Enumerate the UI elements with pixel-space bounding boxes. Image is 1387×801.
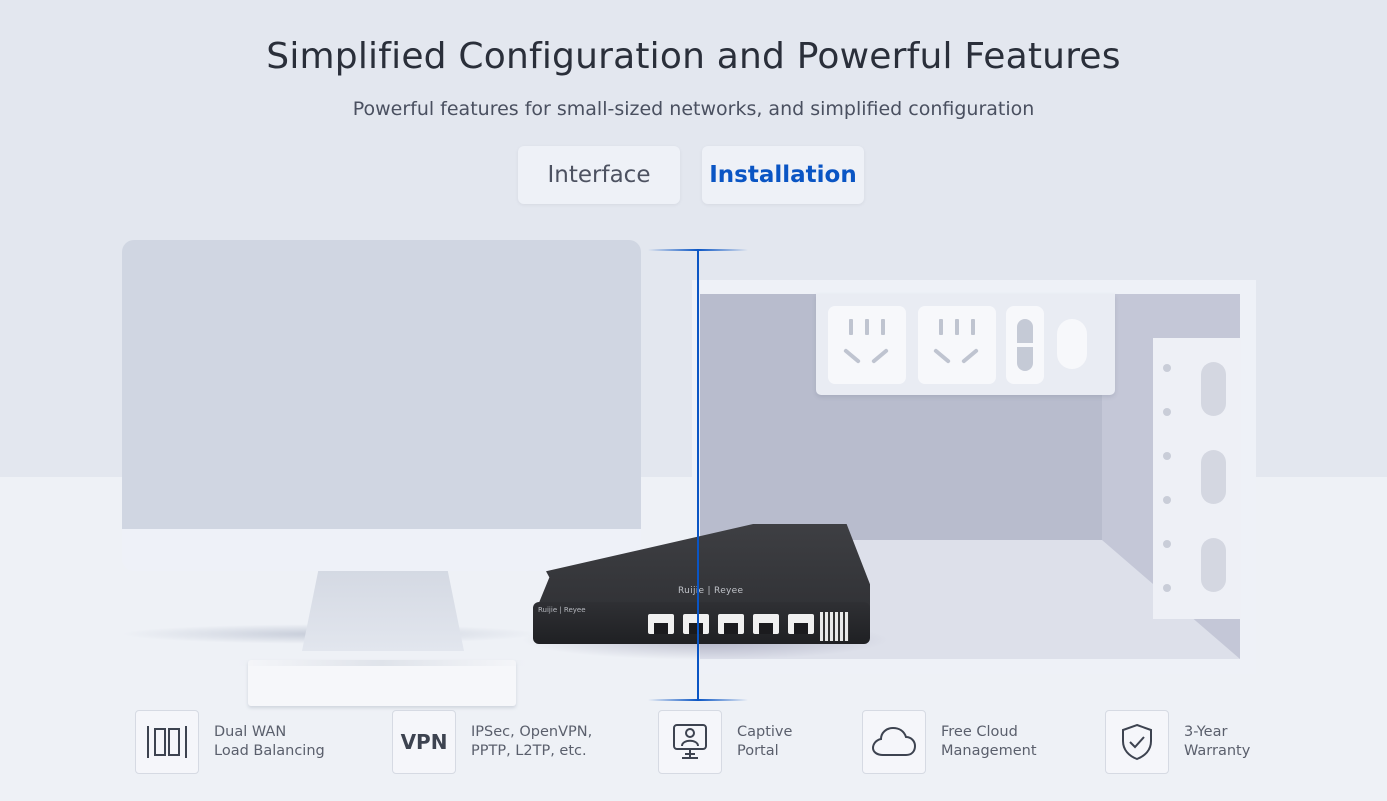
ethernet-port	[753, 614, 779, 634]
feature-warranty: 3-Year Warranty	[1105, 710, 1250, 774]
power-switch	[1006, 306, 1044, 384]
feature-line: Portal	[737, 743, 779, 759]
rail-hole	[1163, 364, 1171, 372]
monitor-chin	[122, 529, 641, 571]
tab-installation[interactable]: Installation	[702, 146, 864, 204]
feature-text: Free Cloud Management	[941, 723, 1037, 761]
rail-hole	[1163, 584, 1171, 592]
rail-hole	[1163, 540, 1171, 548]
monitor-stand-base	[248, 660, 516, 706]
measure-cap-bottom	[648, 699, 748, 701]
feature-line: Free Cloud	[941, 724, 1018, 740]
power-strip	[816, 294, 1115, 395]
vpn-icon: VPN	[392, 710, 456, 774]
feature-text: Dual WAN Load Balancing	[214, 723, 325, 761]
ethernet-port	[788, 614, 814, 634]
rail-slot	[1201, 362, 1226, 416]
feature-text: IPSec, OpenVPN, PPTP, L2TP, etc.	[471, 723, 592, 761]
page-subtitle: Powerful features for small-sized networ…	[352, 98, 1035, 120]
feature-line: Warranty	[1184, 743, 1251, 759]
measure-line	[697, 250, 699, 700]
rail-hole	[1163, 452, 1171, 460]
shield-check-icon	[1105, 710, 1169, 774]
power-socket	[918, 306, 996, 384]
rail-slot	[1201, 538, 1226, 592]
monitor-stand-highlight	[236, 660, 528, 666]
feature-dual-wan: Dual WAN Load Balancing	[135, 710, 325, 774]
feature-line: PPTP, L2TP, etc.	[471, 743, 587, 759]
monitor-screen	[122, 240, 641, 529]
feature-line: IPSec, OpenVPN,	[471, 724, 593, 740]
cloud-icon	[862, 710, 926, 774]
rail-slot	[1201, 450, 1226, 504]
tab-interface[interactable]: Interface	[518, 146, 680, 204]
dual-wan-icon	[135, 710, 199, 774]
power-indicator	[1057, 319, 1087, 369]
monitor-stand-neck	[302, 571, 464, 651]
page-title: Simplified Configuration and Powerful Fe…	[266, 36, 1121, 77]
feature-text: Captive Portal	[737, 723, 792, 761]
ethernet-port	[648, 614, 674, 634]
feature-line: Dual WAN	[214, 724, 287, 740]
feature-line: Management	[941, 743, 1037, 759]
ethernet-port	[718, 614, 744, 634]
ethernet-port	[683, 614, 709, 634]
feature-line: 3-Year	[1184, 724, 1228, 740]
feature-cloud-management: Free Cloud Management	[862, 710, 1037, 774]
vpn-icon-text: VPN	[400, 730, 448, 754]
feature-line: Captive	[737, 724, 793, 740]
power-socket	[828, 306, 906, 384]
rail-hole	[1163, 408, 1171, 416]
feature-captive-portal: Captive Portal	[658, 710, 792, 774]
router-front-logo: Ruijie | Reyee	[538, 606, 586, 614]
feature-text: 3-Year Warranty	[1184, 723, 1250, 761]
feature-vpn: VPN IPSec, OpenVPN, PPTP, L2TP, etc.	[392, 710, 592, 774]
router-brand-label: Ruijie | Reyee	[678, 586, 744, 596]
feature-line: Load Balancing	[214, 743, 325, 759]
qr-code-label	[820, 612, 849, 641]
rail-hole	[1163, 496, 1171, 504]
captive-portal-icon	[658, 710, 722, 774]
cabinet-rail	[1153, 338, 1241, 619]
